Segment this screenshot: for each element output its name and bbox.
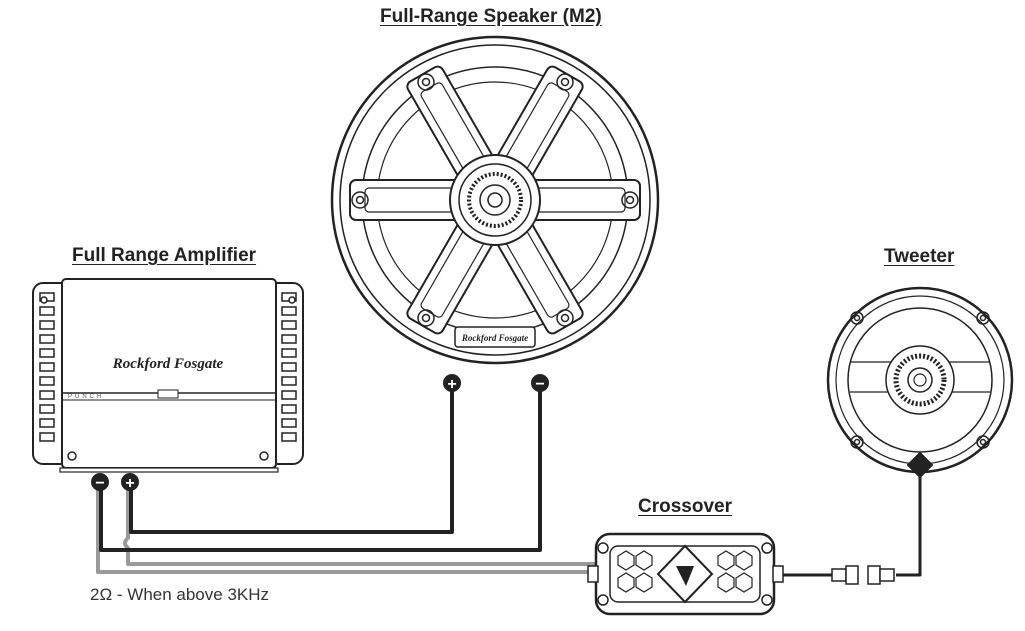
tweeter-mounting-holes [850, 311, 990, 449]
tweeter-title: Tweeter [884, 246, 955, 267]
svg-text:−: − [535, 376, 544, 393]
speaker-positive-terminal: + [443, 374, 461, 393]
amplifier: Rockford Fosgate PUNCH [32, 278, 304, 473]
impedance-note: 2Ω - When above 3KHz [90, 585, 270, 604]
svg-text:+: + [447, 376, 456, 393]
svg-text:+: + [125, 475, 134, 492]
amplifier-title: Full Range Amplifier [72, 245, 257, 266]
wire-amp-negative-crossover [96, 488, 596, 574]
amp-model-label: PUNCH [68, 394, 104, 400]
speaker-title: Full-Range Speaker (M2) [380, 6, 602, 27]
wires [96, 390, 922, 577]
amp-heatsink-left [39, 292, 55, 442]
amp-negative-terminal: − [91, 473, 109, 492]
crossover [587, 532, 784, 616]
tweeter [826, 286, 1014, 479]
crossover-hex-pattern [617, 550, 753, 593]
speaker-brand-logo: Rockford Fosgate [461, 333, 528, 343]
speaker-mounting-holes [351, 73, 639, 327]
amp-heatsink-right [281, 292, 297, 442]
amp-brand-logo: Rockford Fosgate [112, 356, 224, 372]
wire-amp-positive-crossover [123, 488, 596, 566]
tweeter-connector [831, 565, 895, 585]
amp-positive-terminal: + [121, 473, 139, 492]
speaker-negative-terminal: − [531, 374, 549, 393]
full-range-speaker: Rockford Fosgate [330, 35, 660, 365]
wire-amp-negative-speaker [99, 390, 542, 552]
wire-amp-positive-speaker [129, 390, 454, 534]
crossover-title: Crossover [638, 496, 732, 517]
svg-text:−: − [95, 475, 104, 492]
